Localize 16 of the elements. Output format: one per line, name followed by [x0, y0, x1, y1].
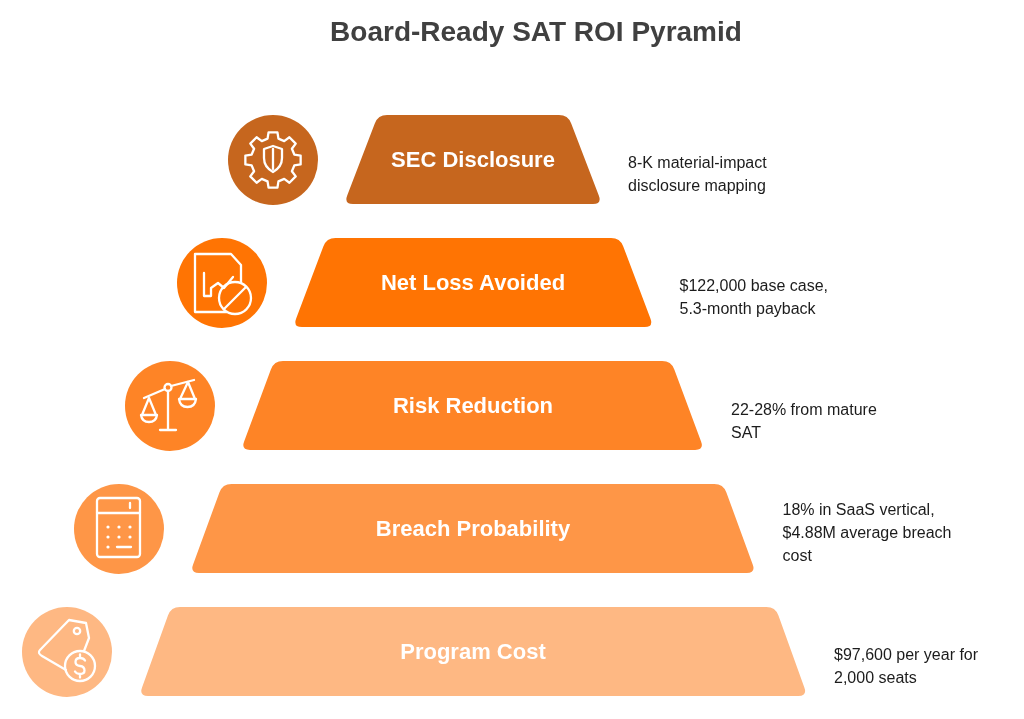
tier-label: Program Cost — [400, 637, 546, 666]
tier-label: Breach Probability — [375, 514, 571, 543]
title: Board-Ready SAT ROI Pyramid — [330, 15, 742, 49]
tier-description: 22-28% from mature SAT — [731, 400, 878, 443]
tier-description: $97,600 per year for 2,000 seats — [834, 645, 980, 688]
pyramid-tier — [138, 607, 808, 696]
tier-description: $122,000 base case, 5.3-month payback — [679, 276, 830, 319]
tier-description: 18% in SaaS vertical, $4.88M average breach cost — [782, 500, 953, 566]
tier-label: SEC Disclosure — [391, 145, 555, 174]
tier-label: Net Loss Avoided — [380, 268, 566, 297]
pyramid-tier — [241, 361, 705, 450]
pyramid-tier — [190, 484, 756, 573]
pyramid-tier — [292, 238, 654, 327]
tier-label: Risk Reduction — [392, 391, 554, 420]
pyramid-tier — [344, 115, 602, 204]
tier-description: 8-K material-impact disclosure mapping — [628, 153, 768, 196]
